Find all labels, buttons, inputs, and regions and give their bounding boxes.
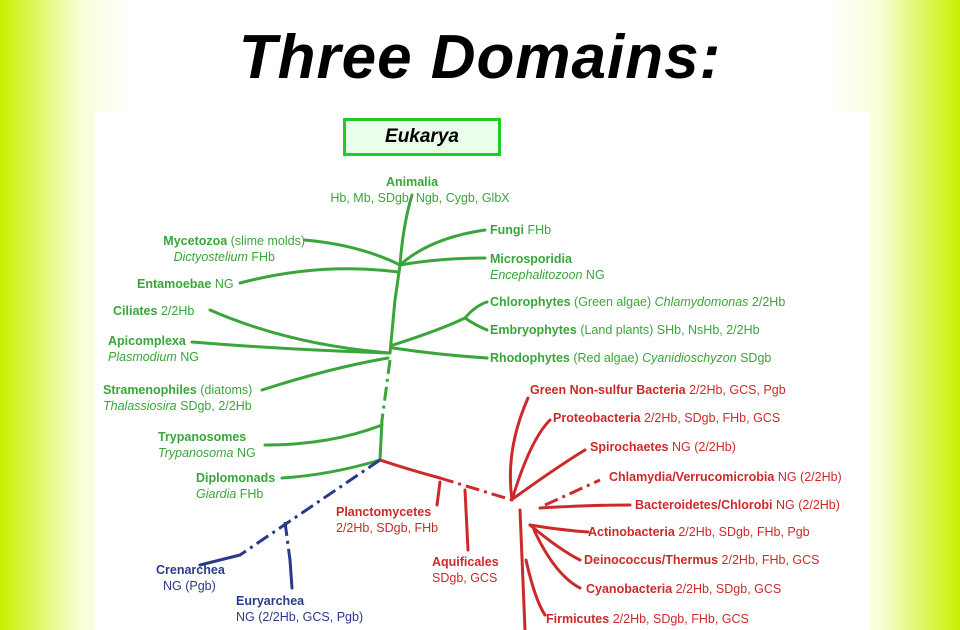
- branch-microsporidia: [398, 256, 487, 267]
- trypanosomes-detail: Trypanosoma NG: [158, 446, 256, 460]
- branch-bact-lower: [518, 508, 527, 630]
- branch-stramenophiles: [260, 356, 390, 392]
- mycetozoa-detail: Dictyostelium FHb: [174, 250, 275, 264]
- aquificales-name: Aquificales: [432, 555, 499, 569]
- rhodophytes-label: Rhodophytes (Red algae) Cyanidioschyzon …: [490, 351, 771, 365]
- branch-ciliates: [208, 308, 392, 355]
- green-nonsulfur-label: Green Non-sulfur Bacteria 2/2Hb, GCS, Pg…: [530, 383, 786, 397]
- eukarya-domain-box: Eukarya: [343, 118, 501, 156]
- microsporidia-name: Microsporidia: [490, 252, 573, 266]
- branch-crenarchea: [198, 553, 242, 567]
- trypanosomes-name: Trypanosomes: [158, 430, 246, 444]
- branch-fungi: [398, 228, 487, 267]
- branch-actinobacteria: [528, 523, 590, 534]
- eukarya-branches: [190, 193, 489, 480]
- apicomplexa-detail: Plasmodium NG: [108, 350, 199, 364]
- apicomplexa-name: Apicomplexa: [108, 334, 187, 348]
- chlorophytes-label: Chlorophytes (Green algae) Chlamydomonas…: [490, 295, 785, 309]
- branch-firmicutes: [524, 558, 547, 617]
- bacteria-branches: [378, 396, 632, 630]
- branch-animalia: [398, 193, 414, 267]
- mycetozoa-name: Mycetozoa (slime molds): [163, 234, 305, 248]
- euryarchea-detail: NG (2/2Hb, GCS, Pgb): [236, 610, 363, 624]
- crenarchea-name: Crenarchea: [156, 563, 226, 577]
- cyanobacteria-label: Cyanobacteria 2/2Hb, SDgb, GCS: [586, 582, 781, 596]
- archaea-dashed: [239, 458, 381, 561]
- entamoebae-label: Entamoebae NG: [137, 277, 234, 291]
- branch-aquificales: [463, 488, 470, 552]
- branch-root-bact: [378, 458, 442, 480]
- actinobacteria-label: Actinobacteria 2/2Hb, SDgb, FHb, Pgb: [588, 525, 810, 539]
- eukarya-dashed: [380, 359, 392, 421]
- branch-bacteroidetes: [538, 503, 632, 510]
- euryarchea-name: Euryarchea: [236, 594, 305, 608]
- microsporidia-detail: Encephalitozoon NG: [490, 268, 605, 282]
- page-title: Three Domains:: [238, 23, 722, 92]
- branch-planctomycetes: [435, 480, 442, 507]
- aquificales-detail: SDgb, GCS: [432, 571, 497, 585]
- branch-chlorophytes: [463, 300, 489, 320]
- proteobacteria-label: Proteobacteria 2/2Hb, SDgb, FHb, GCS: [553, 411, 780, 425]
- planctomycetes-detail: 2/2Hb, SDgb, FHb: [336, 521, 438, 535]
- diplomonads-detail: Giardia FHb: [196, 487, 263, 501]
- deinococcus-label: Deinococcus/Thermus 2/2Hb, FHb, GCS: [584, 553, 820, 567]
- stramenophiles-name: Stramenophiles (diatoms): [103, 383, 252, 397]
- branch-main-euk-upper: [388, 263, 402, 355]
- branch-proteobacteria: [510, 418, 552, 502]
- branch-euryarchea: [288, 558, 294, 590]
- branch-rhodophytes: [391, 346, 489, 360]
- branch-spirochaetes: [512, 448, 587, 500]
- planctomycetes-name: Planctomycetes: [336, 505, 431, 519]
- bacteroidetes-label: Bacteroidetes/Chlorobi NG (2/2Hb): [635, 498, 840, 512]
- firmicutes-label: Firmicutes 2/2Hb, SDgb, FHb, GCS: [546, 612, 749, 626]
- animalia-detail: Hb, Mb, SDgb, Ngb, Cygb, GlbX: [330, 191, 510, 205]
- archaea-branches: [198, 553, 294, 590]
- branch-trypanosomes: [263, 423, 384, 447]
- branch-bact-upper: [508, 396, 530, 502]
- branch-embryophytes: [463, 316, 489, 332]
- branch-mycetozoa: [303, 238, 402, 267]
- fungi-label: Fungi FHb: [490, 223, 551, 237]
- diplomonads-name: Diplomonads: [196, 471, 275, 485]
- spirochaetes-label: Spirochaetes NG (2/2Hb): [590, 440, 736, 454]
- ciliates-label: Ciliates 2/2Hb: [113, 304, 194, 318]
- stramenophiles-detail: Thalassiosira SDgb, 2/2Hb: [103, 399, 252, 413]
- branch-entamoebae: [238, 267, 400, 285]
- chlamydia-label: Chlamydia/Verrucomicrobia NG (2/2Hb): [609, 470, 842, 484]
- embryophytes-label: Embryophytes (Land plants) SHb, NsHb, 2/…: [490, 323, 760, 337]
- branch-diplomonads: [280, 458, 382, 480]
- branch-cyanobacteria: [532, 528, 582, 590]
- bacteria-dashed: [439, 476, 601, 507]
- branch-apicomplexa: [190, 340, 392, 355]
- branch-plants: [391, 316, 467, 347]
- crenarchea-detail: NG (Pgb): [163, 579, 216, 593]
- animalia-name: Animalia: [386, 175, 439, 189]
- diagram-panel: [95, 112, 870, 630]
